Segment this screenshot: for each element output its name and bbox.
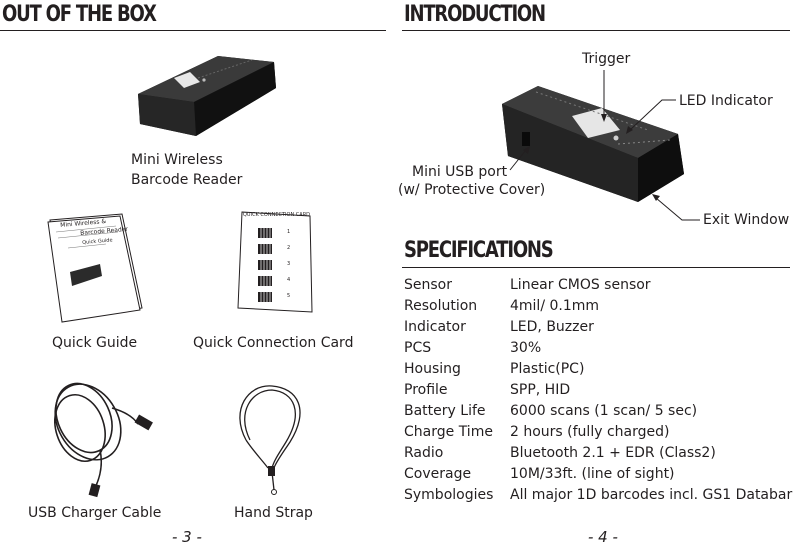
spec-key: Resolution (404, 298, 478, 314)
spec-value: 6000 scans (1 scan/ 5 sec) (510, 403, 698, 419)
spec-key: PCS (404, 340, 432, 356)
usb-cable-image (54, 382, 153, 498)
spec-value: Bluetooth 2.1 + EDR (Class2) (510, 445, 716, 461)
barcode-reader-detail-image (502, 86, 684, 202)
introduction-heading: INTRODUCTION (404, 2, 546, 27)
card-row-number: 4 (287, 277, 291, 283)
spec-value: 2 hours (fully charged) (510, 424, 670, 440)
spec-value: All major 1D barcodes incl. GS1 Databar (510, 487, 793, 503)
spec-key: Coverage (404, 466, 472, 482)
hand-strap-caption: Hand Strap (234, 505, 313, 521)
specs-heading-rule (402, 267, 790, 268)
spec-key: Charge Time (404, 424, 493, 440)
spec-value: 10M/33ft. (line of sight) (510, 466, 675, 482)
spec-key: Battery Life (404, 403, 486, 419)
out-of-the-box-heading: OUT OF THE BOX (2, 2, 157, 27)
quick-guide-caption: Quick Guide (52, 335, 138, 351)
callout-usb-port-cover: (w/ Protective Cover) (398, 182, 546, 198)
spec-value: 4mil/ 0.1mm (510, 298, 600, 314)
connection-card-image (237, 211, 313, 313)
spec-key: Indicator (404, 319, 466, 335)
barcode-reader-image (138, 56, 276, 136)
page-number-right: - 4 - (588, 528, 618, 545)
card-row-number: 3 (287, 261, 291, 267)
callout-exit-window: Exit Window (703, 212, 790, 228)
quick-guide-image (47, 213, 143, 323)
spec-key: Housing (404, 361, 461, 377)
card-row-number: 5 (287, 293, 291, 299)
hand-strap-image (239, 385, 301, 495)
left-heading-rule (0, 30, 386, 31)
spec-key: Profile (404, 382, 448, 398)
callout-led-indicator: LED Indicator (679, 93, 773, 109)
spec-key: Sensor (404, 277, 452, 293)
reader-caption: Mini Wireless Barcode Reader (131, 152, 243, 188)
spec-value: Linear CMOS sensor (510, 277, 651, 293)
spec-key: Symbologies (404, 487, 494, 503)
spec-value: 30% (510, 340, 542, 356)
callout-usb-port: Mini USB port (412, 164, 508, 180)
spec-value: Plastic(PC) (510, 361, 585, 377)
usb-cable-caption: USB Charger Cable (28, 505, 162, 521)
spec-value: LED, Buzzer (510, 319, 594, 335)
card-row-number: 1 (287, 229, 291, 235)
spec-key: Radio (404, 445, 444, 461)
right-heading-rule (402, 30, 790, 31)
page-number-left: - 3 - (172, 528, 202, 545)
card-row-number: 2 (287, 245, 291, 251)
connection-card-caption: Quick Connection Card (193, 335, 354, 351)
callout-trigger: Trigger (582, 51, 631, 67)
card-title: QUICK CONNECTION CARD (243, 212, 311, 218)
spec-value: SPP, HID (510, 382, 571, 398)
specifications-heading: SPECIFICATIONS (404, 238, 554, 263)
